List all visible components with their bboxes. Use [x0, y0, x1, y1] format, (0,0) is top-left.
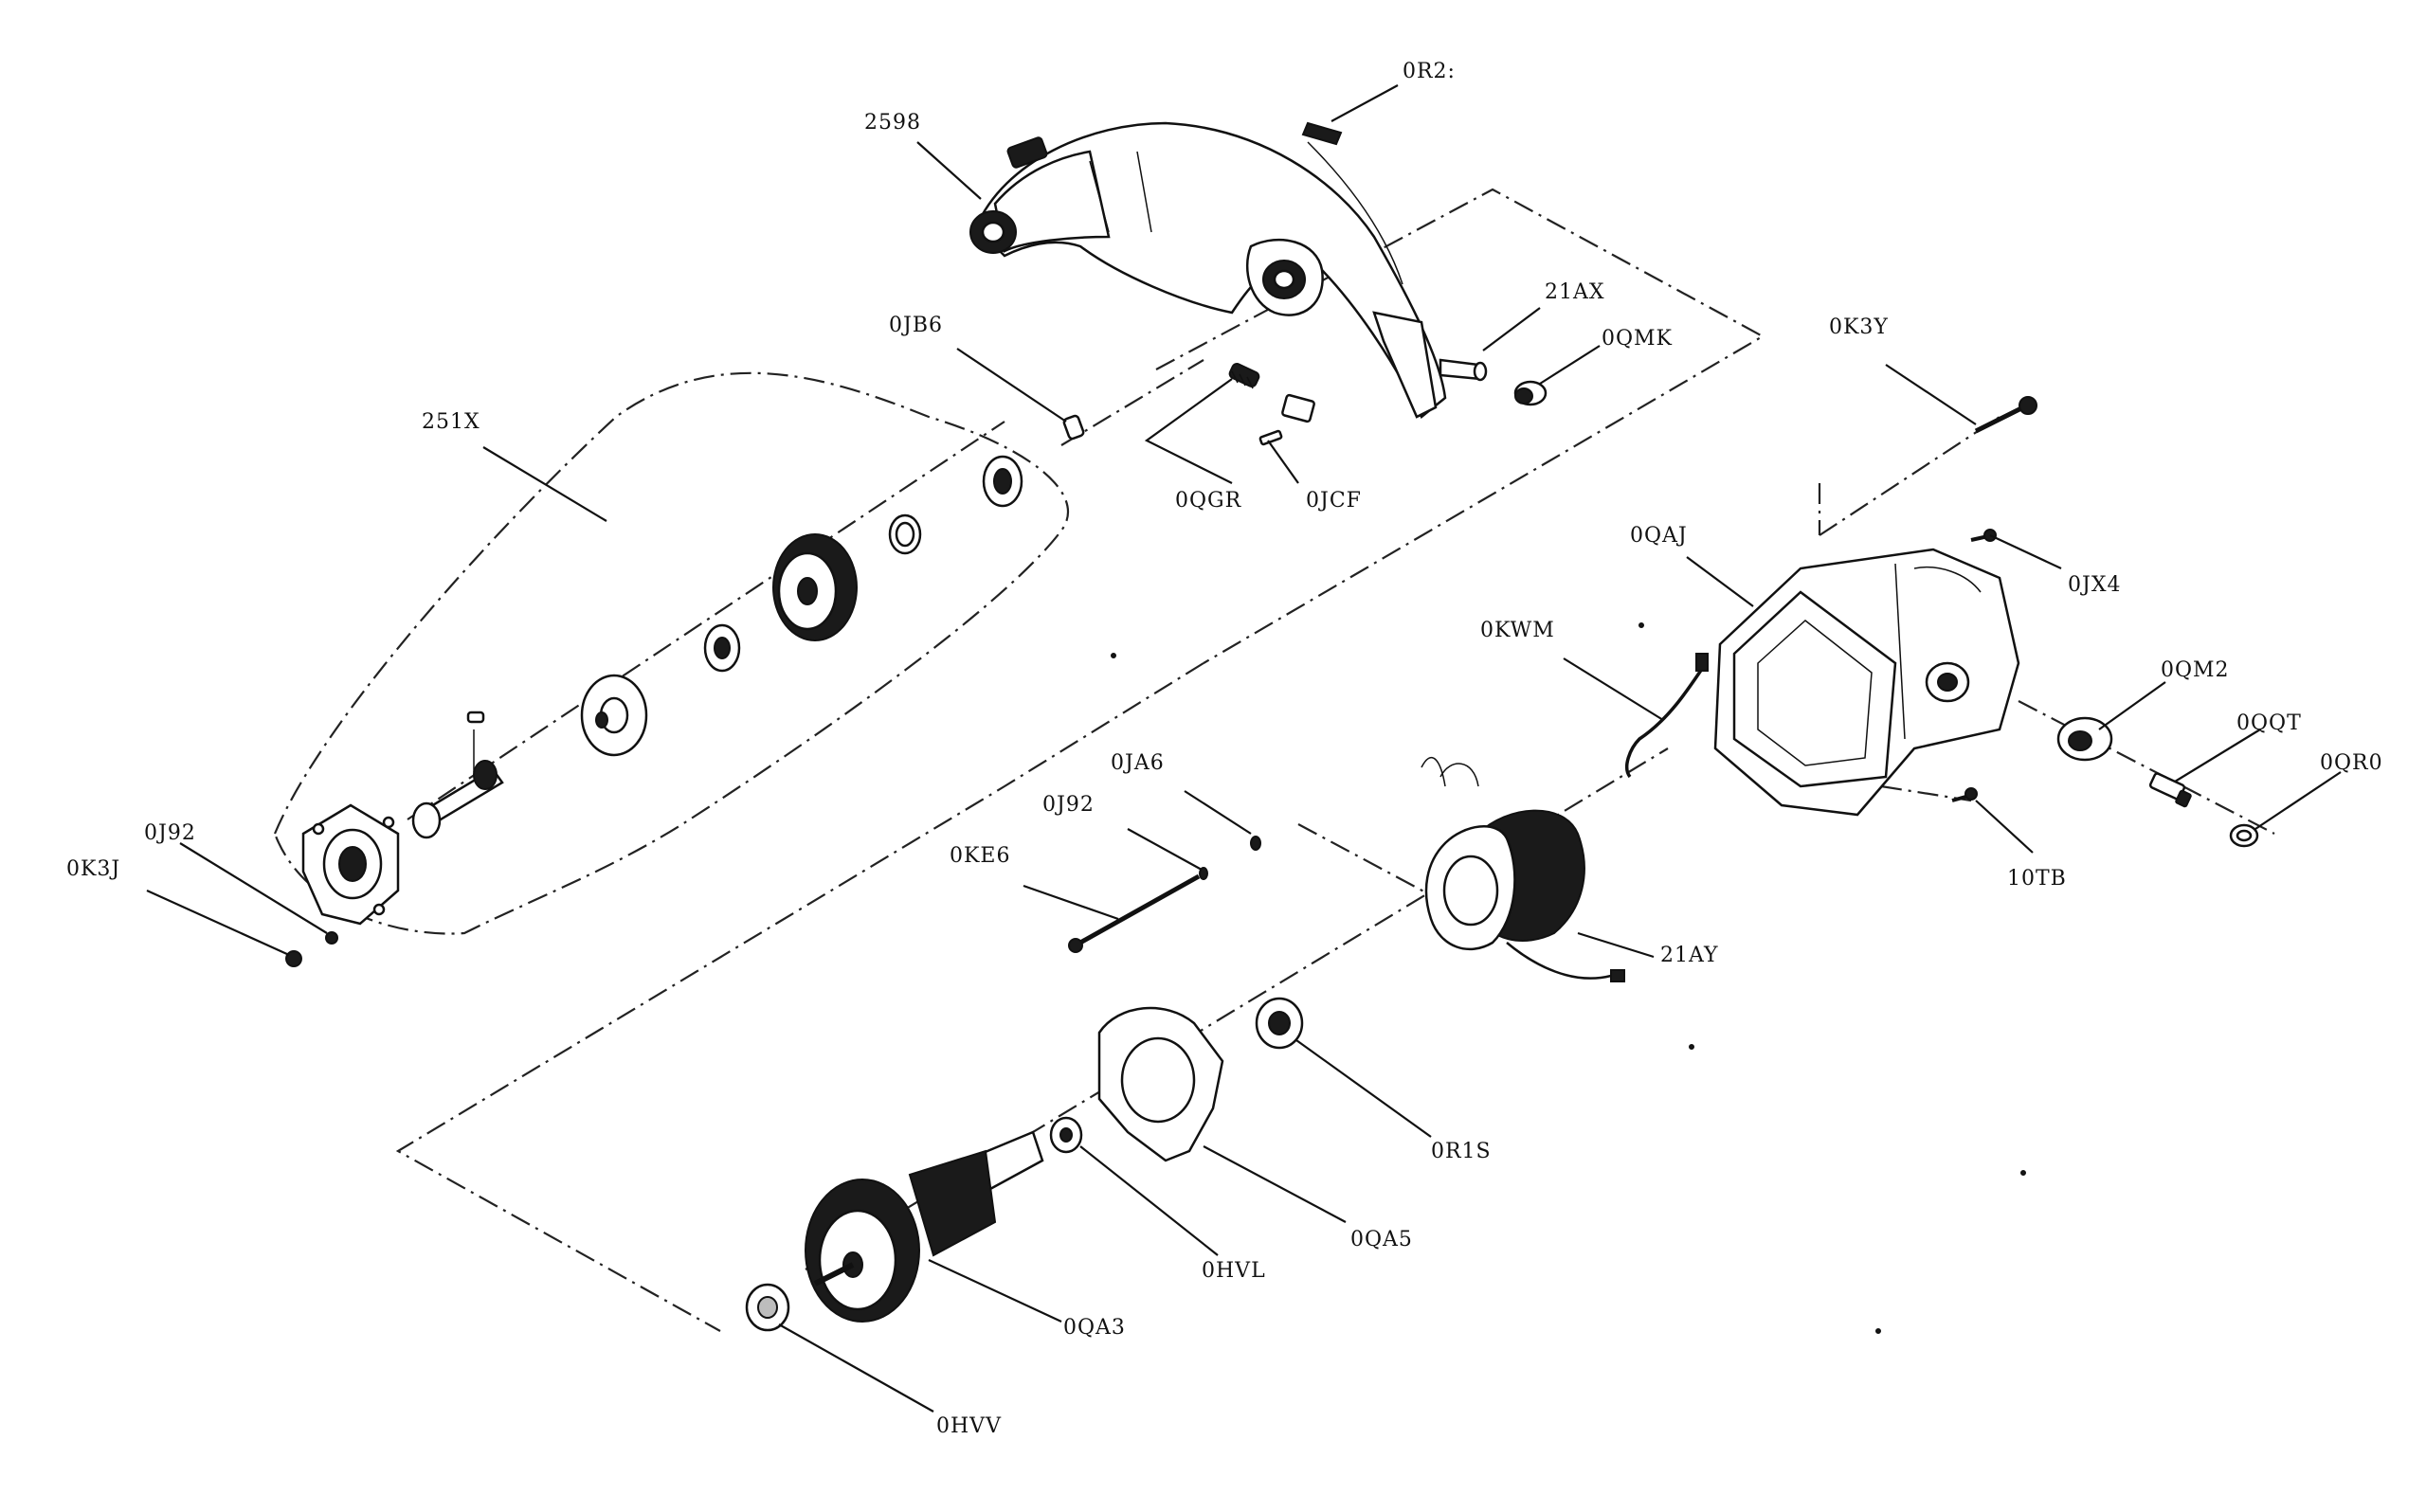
lower-motor-boundary: [395, 662, 1204, 1332]
washer-0HVL: [1049, 1116, 1083, 1154]
label-0R2: 0R2:: [1403, 60, 1456, 83]
pin-21AX: [1439, 358, 1488, 382]
large-gear: [772, 533, 858, 641]
bolt-0KE6: [1068, 873, 1201, 953]
knob-0QMK: [1513, 380, 1548, 406]
bolt-0K3Y: [1974, 396, 2037, 434]
bearing-gear-left: [580, 674, 648, 757]
bearing-gear-right: [982, 455, 1023, 508]
brush-holder-0QM2: [2056, 716, 2113, 762]
label-0QAJ: 0QAJ: [1630, 524, 1688, 548]
washer-0JA6: [1250, 836, 1261, 851]
screw-0K3J: [285, 950, 302, 967]
label-0J92-mid: 0J92: [1042, 793, 1095, 817]
bearing-0R1S: [1255, 997, 1304, 1050]
stator-21AY: [1421, 756, 1625, 982]
clip-0R2: [1301, 121, 1343, 146]
label-0JX4: 0JX4: [2068, 573, 2121, 597]
carbon-brush-0QQT: [2148, 772, 2192, 808]
axis-line-stator: [1297, 823, 1432, 896]
baffle-0QA5: [1097, 1006, 1224, 1162]
label-2598: 2598: [864, 111, 921, 135]
label-0R1S: 0R1S: [1431, 1140, 1492, 1163]
label-10TB: 10TB: [2007, 867, 2067, 891]
spacer-0JB6: [1062, 414, 1085, 441]
blade-guard-housing-2598: [969, 121, 1447, 419]
label-21AX: 21AX: [1545, 280, 1605, 304]
axis-line-gear-2: [407, 421, 1005, 820]
washer-0J92-left: [325, 931, 338, 945]
washer-0J92-mid: [1199, 867, 1208, 880]
label-0JCF: 0JCF: [1306, 489, 1362, 513]
label-0J92-left: 0J92: [144, 821, 196, 845]
flange-plate: [301, 803, 400, 926]
label-0JA6: 0JA6: [1111, 751, 1165, 775]
brush-cap-0QR0: [2229, 823, 2259, 848]
label-0HVL: 0HVL: [1202, 1259, 1266, 1283]
label-0QQT: 0QQT: [2236, 711, 2302, 735]
axis-line-rear: [1819, 416, 2001, 536]
wire-0KWM: [1625, 653, 1709, 779]
spindle: [411, 729, 504, 839]
gear-train-envelope: [273, 371, 1069, 935]
label-0K3J: 0K3J: [66, 857, 120, 881]
label-0HVV: 0HVV: [936, 1414, 1002, 1438]
scan-specks: [1111, 622, 2026, 1334]
axis-line-endcap: [2018, 700, 2275, 835]
armature-0QA3: [805, 1130, 1044, 1323]
label-0QA3: 0QA3: [1063, 1316, 1126, 1340]
block-0JCF: [1258, 393, 1315, 446]
motor-housing-0QAJ: [1713, 548, 2020, 817]
label-0QA5: 0QA5: [1350, 1228, 1413, 1251]
label-0QR0: 0QR0: [2320, 751, 2383, 775]
label-0QM2: 0QM2: [2161, 658, 2230, 682]
gear-train-251X: [301, 455, 1023, 926]
leader-lines: [146, 84, 2342, 1413]
label-251X: 251X: [422, 410, 480, 434]
label-0QMK: 0QMK: [1602, 327, 1673, 351]
label-0K3Y: 0K3Y: [1829, 315, 1889, 339]
small-bearing-gear: [703, 623, 741, 673]
screw-10TB: [1951, 787, 1978, 802]
axis-line-gear: [1060, 359, 1204, 446]
assembly-boundaries: [273, 188, 2275, 1332]
ring-gear: [888, 513, 922, 555]
part-labels: 2598 0R2: 21AX 0QMK 0JB6 0QGR 0JCF 251X …: [66, 60, 2383, 1438]
label-21AY: 21AY: [1660, 944, 1719, 967]
upper-housing-boundary: [1155, 188, 1765, 664]
label-0QGR: 0QGR: [1175, 489, 1242, 513]
label-0KE6: 0KE6: [950, 844, 1011, 868]
label-0KWM: 0KWM: [1480, 619, 1555, 642]
shaft-key: [466, 711, 485, 724]
bearing-0HVV: [745, 1283, 790, 1332]
spring-0QGR: [1228, 363, 1260, 389]
label-0JB6: 0JB6: [889, 314, 943, 337]
